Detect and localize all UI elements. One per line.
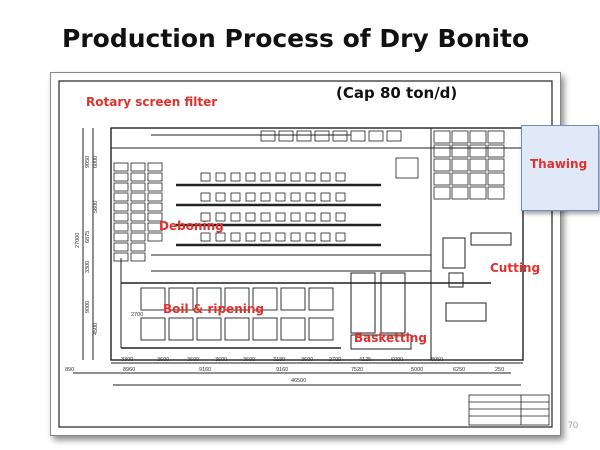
dim-bottom-2-2: 9160 [199,367,211,373]
dim-bottom-2-6: 6250 [453,367,465,373]
dim-bottom-1-5: 3600 [243,357,255,363]
dim-bottom-1-9: 4125 [359,357,371,363]
page-title: Production Process of Dry Bonito [62,24,530,53]
dim-left-7: 4500 [93,323,99,335]
dim-bottom-1-7: 3600 [301,357,313,363]
label-basketting: Basketting [354,331,427,345]
dim-left-5: 3300 [85,261,91,273]
slide-number: 70 [568,420,579,430]
dim-inner-note: 2700 [131,312,143,318]
dim-bottom-2-5: 5000 [411,367,423,373]
label-rotary-screen-filter: Rotary screen filter [86,95,218,109]
capacity-note: (Cap 80 ton/d) [336,84,458,102]
dim-left-2: 6000 [93,156,99,168]
dim-bottom-1-8: 2700 [329,357,341,363]
floor-plan-svg: 3300 3600 3600 3600 3600 3180 3600 2700 … [58,80,553,428]
floor-plan-drawing: 3300 3600 3600 3600 3600 3180 3600 2700 … [50,72,561,436]
dim-bottom-1-4: 3600 [215,357,227,363]
dim-bottom-total: 46500 [291,378,306,384]
dim-bottom-1-11: 8050 [431,357,443,363]
label-cutting: Cutting [490,261,541,275]
dim-left-1: 9050 [85,156,91,168]
dim-bottom-2-end: 250 [495,367,504,373]
dim-bottom-1-2: 3600 [157,357,169,363]
dim-bottom-1-10: 6000 [391,357,403,363]
dim-bottom-2-4: 7520 [351,367,363,373]
label-boil-ripening: Boil & ripening [163,302,264,316]
thawing-callout-box: Thawing [521,125,599,211]
dim-bottom-2-3: 9160 [276,367,288,373]
dim-bottom-1-1: 3300 [121,357,133,363]
dim-left-4: 6875 [85,231,91,243]
dim-left-3: 5600 [93,201,99,213]
label-deboning: Deboning [159,219,224,233]
dim-bottom-2-start: 890 [65,367,74,373]
dim-left-total: 27000 [75,233,81,248]
dim-left-6: 9000 [85,301,91,313]
dim-bottom-2-1: 8960 [123,367,135,373]
label-thawing: Thawing [530,157,588,171]
dim-bottom-1-6: 3180 [273,357,285,363]
dim-bottom-1-3: 3600 [187,357,199,363]
